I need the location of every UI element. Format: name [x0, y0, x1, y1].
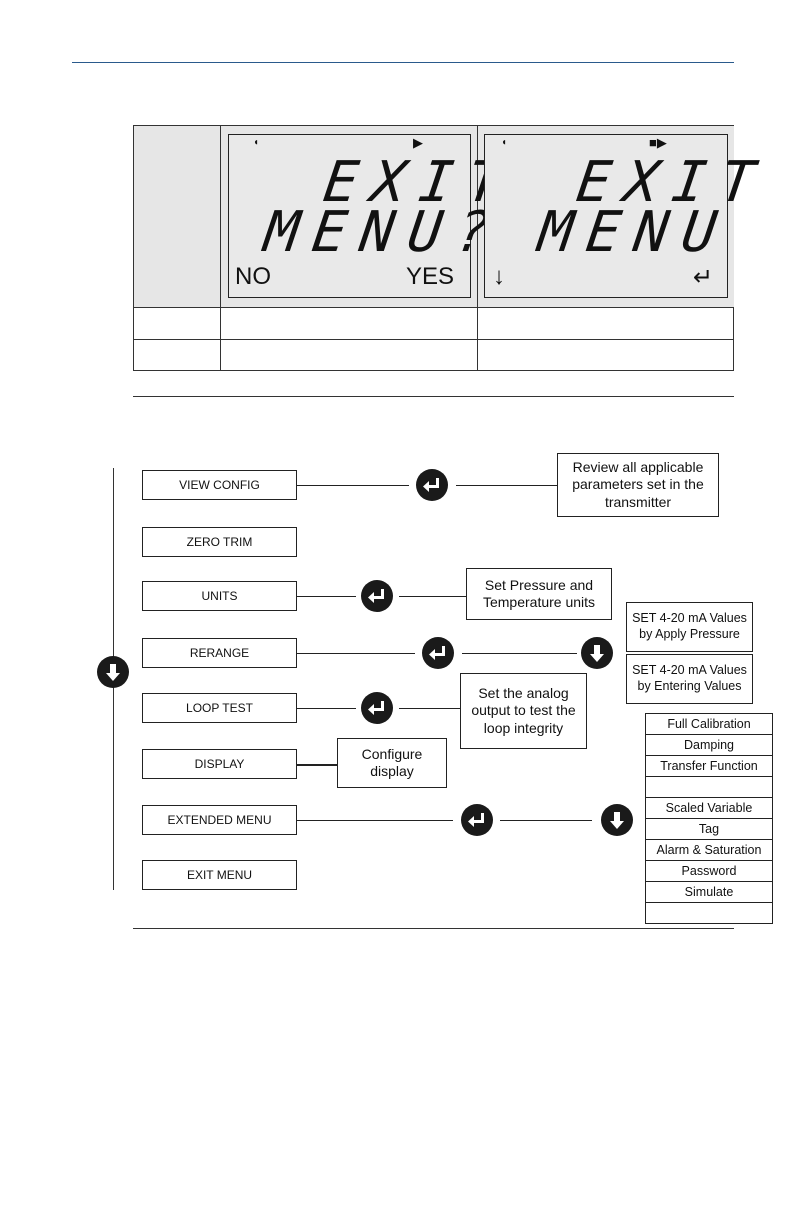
table-header-cell: [134, 126, 220, 307]
extended-menu-list: Full Calibration Damping Transfer Functi…: [645, 713, 773, 924]
lcd-screen-exit-menu: ◖ ■▶ EXIT MENU ↓ ↵: [484, 134, 772, 298]
list-item: Password: [646, 861, 772, 882]
list-item: Alarm & Saturation: [646, 840, 772, 861]
list-item: Damping: [646, 735, 772, 756]
section-rule: [133, 928, 734, 929]
lcd-screen-exit-prompt: ◖ ▶ EXIT MENU? NO YES: [228, 134, 519, 298]
enter-icon: [461, 804, 493, 836]
list-item: [646, 903, 772, 924]
lcd-line2: MENU?: [260, 200, 509, 265]
note-view-config: Review all applicable parameters set in …: [557, 453, 719, 517]
menu-item-exit-menu: EXIT MENU: [142, 860, 297, 890]
rerange-option-apply: SET 4-20 mA Values by Apply Pressure: [626, 602, 753, 652]
lcd-soft-left: NO: [235, 263, 271, 290]
note-loop-test: Set the analog output to test the loop i…: [460, 673, 587, 749]
menu-item-rerange: RERANGE: [142, 638, 297, 668]
lcd-table: ◖ ▶ EXIT MENU? NO YES ◖ ■▶ EXIT MENU ↓ ↵: [133, 125, 772, 371]
indicator-left-icon: ◖: [501, 137, 508, 148]
list-item: Tag: [646, 819, 772, 840]
down-arrow-icon: [581, 637, 613, 669]
note-units: Set Pressure and Temperature units: [466, 568, 612, 620]
list-item: [646, 777, 772, 798]
lcd-soft-right: YES: [405, 263, 454, 290]
note-display: Configure display: [337, 738, 447, 788]
list-item: Full Calibration: [646, 714, 772, 735]
indicator-right-icon: ▶: [413, 135, 423, 150]
menu-item-units: UNITS: [142, 581, 297, 611]
section-rule: [133, 396, 734, 397]
menu-item-zero-trim: ZERO TRIM: [142, 527, 297, 557]
indicator-right-icon: ■▶: [649, 135, 667, 150]
menu-item-display: DISPLAY: [142, 749, 297, 779]
enter-icon: [422, 637, 454, 669]
down-arrow-icon: ↓: [493, 263, 505, 290]
rerange-option-enter: SET 4-20 mA Values by Entering Values: [626, 654, 753, 704]
menu-item-loop-test: LOOP TEST: [142, 693, 297, 723]
down-arrow-icon: [97, 656, 129, 688]
enter-icon: [361, 692, 393, 724]
enter-icon: [416, 469, 448, 501]
down-arrow-icon: [601, 804, 633, 836]
lcd-line2: MENU: [534, 200, 735, 265]
list-item: Simulate: [646, 882, 772, 903]
list-item: Scaled Variable: [646, 798, 772, 819]
indicator-left-icon: ◖: [253, 137, 260, 148]
menu-item-view-config: VIEW CONFIG: [142, 470, 297, 500]
header-rule: [72, 62, 734, 63]
enter-icon: ↵: [692, 264, 713, 291]
enter-icon: [361, 580, 393, 612]
menu-item-extended-menu: EXTENDED MENU: [142, 805, 297, 835]
list-item: Transfer Function: [646, 756, 772, 777]
